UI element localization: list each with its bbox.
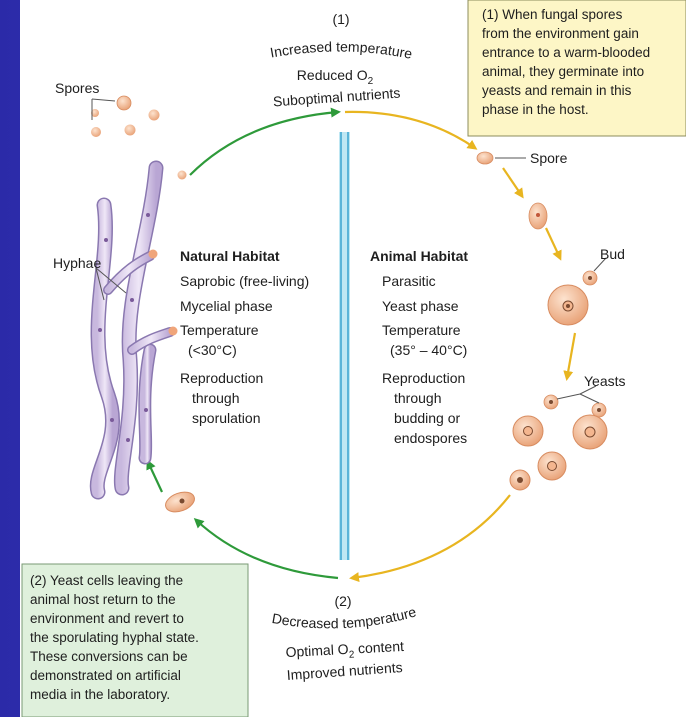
label-spores: Spores	[55, 80, 99, 96]
svg-text:(<30°C): (<30°C)	[188, 342, 237, 358]
svg-text:from the environment gain: from the environment gain	[482, 26, 639, 41]
step-1-marker: (1)	[332, 11, 349, 27]
svg-text:the sporulating hyphal state.: the sporulating hyphal state.	[30, 630, 199, 645]
label-spore: Spore	[530, 150, 568, 166]
spores-cluster	[91, 96, 187, 180]
svg-text:Temperature: Temperature	[180, 322, 259, 338]
svg-text:Natural Habitat: Natural Habitat	[180, 248, 280, 264]
arrow-to-hyphae	[148, 462, 162, 492]
arrow-spore-to-cell	[503, 168, 522, 196]
svg-text:These conversions can be: These conversions can be	[30, 649, 188, 664]
label-hyphae: Hyphae	[53, 255, 101, 271]
note-1-line: phase in the host.	[482, 102, 589, 117]
label-bud: Bud	[600, 246, 625, 262]
svg-text:environment and revert to: environment and revert to	[30, 611, 184, 626]
svg-text:entrance to a warm-blooded: entrance to a warm-blooded	[482, 45, 650, 60]
budding-yeast	[548, 258, 606, 325]
svg-text:Reproduction: Reproduction	[382, 370, 465, 386]
svg-text:demonstrated on artificial: demonstrated on artificial	[30, 668, 181, 683]
svg-text:Yeast phase: Yeast phase	[382, 298, 459, 314]
svg-text:animal host return to the: animal host return to the	[30, 592, 176, 607]
svg-text:yeasts and remain in this: yeasts and remain in this	[482, 83, 632, 98]
top-condition-nutrients: Suboptimal nutrients	[272, 85, 400, 110]
svg-text:Mycelial phase: Mycelial phase	[180, 298, 273, 314]
svg-text:(1) When fungal spores: (1) When fungal spores	[482, 7, 623, 22]
svg-text:(35° – 40°C): (35° – 40°C)	[390, 342, 467, 358]
svg-text:Animal Habitat: Animal Habitat	[370, 248, 468, 264]
arrow-cell-to-bud	[546, 228, 560, 258]
returning-yeast-cell	[163, 488, 197, 515]
top-condition-oxygen: Reduced O2	[297, 67, 374, 87]
natural-habitat-block: Natural Habitat Saprobic (free-living) M…	[180, 248, 309, 426]
arrow-top-yellow	[345, 112, 475, 148]
animal-habitat-block: Animal Habitat Parasitic Yeast phase Tem…	[370, 248, 468, 446]
habitat-divider	[339, 132, 350, 560]
svg-text:Parasitic: Parasitic	[382, 273, 436, 289]
svg-text:endospores: endospores	[394, 430, 467, 446]
svg-text:media in the laboratory.: media in the laboratory.	[30, 687, 170, 702]
yeast-cells	[510, 386, 607, 490]
svg-text:through: through	[192, 390, 239, 406]
hyphae-illustration	[97, 168, 177, 492]
svg-text:sporulation: sporulation	[192, 410, 261, 426]
svg-text:Reproduction: Reproduction	[180, 370, 263, 386]
svg-text:through: through	[394, 390, 441, 406]
svg-text:animal, they germinate into: animal, they germinate into	[482, 64, 644, 79]
bottom-condition-nutrients: Improved nutrients	[286, 659, 403, 683]
arrow-top-green	[190, 112, 338, 175]
label-yeasts: Yeasts	[584, 373, 626, 389]
step-2-marker: (2)	[334, 593, 351, 609]
germinating-cell	[529, 203, 547, 229]
svg-text:(2) Yeast cells leaving the: (2) Yeast cells leaving the	[30, 573, 183, 588]
svg-text:Temperature: Temperature	[382, 322, 461, 338]
svg-text:budding or: budding or	[394, 410, 461, 426]
note-2-text: (2) Yeast cells leaving the animal host …	[30, 573, 199, 702]
arrow-bud-to-yeasts	[567, 333, 575, 378]
top-condition-temperature: Increased temperature	[269, 38, 414, 61]
spore-cell	[477, 152, 526, 164]
arrow-bottom-yellow	[352, 495, 510, 578]
svg-text:Saprobic (free-living): Saprobic (free-living)	[180, 273, 309, 289]
